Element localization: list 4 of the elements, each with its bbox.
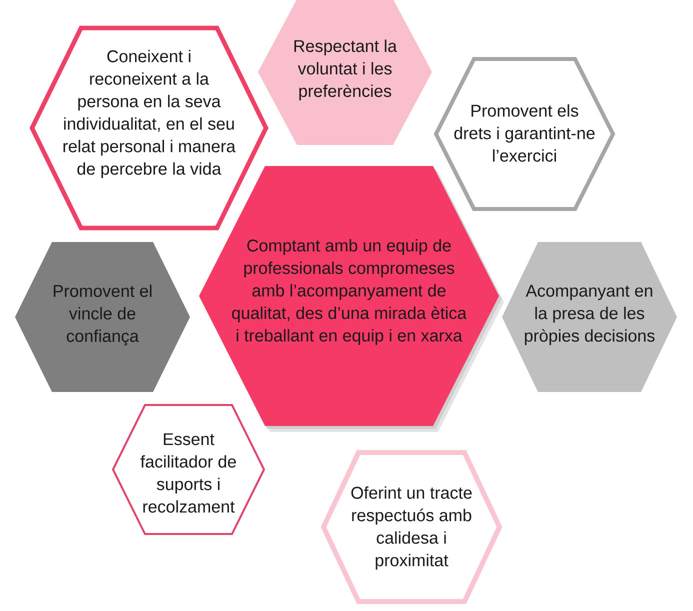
hexagon: Respectant la voluntat i les preferències	[258, 0, 432, 145]
hexagon: Acompanyant en la presa de les pròpies decisions	[502, 242, 677, 392]
hexagon: Coneixent i reconeixent a la persona en la seva individualitat, en el seu relat personal i manera de percebre la vida	[30, 26, 268, 230]
hexagon: Promovent el vincle de confiança	[15, 242, 190, 392]
